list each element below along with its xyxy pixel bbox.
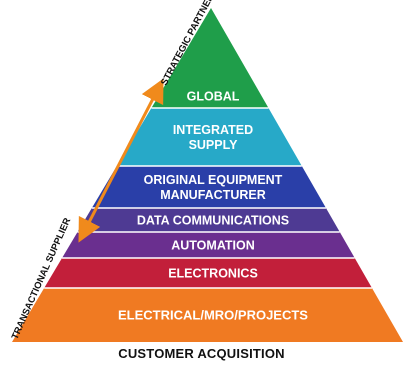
double-headed-arrow: [78, 78, 164, 243]
tier-label: GLOBAL: [187, 90, 240, 104]
tier-label: INTEGRATED: [173, 123, 253, 137]
pyramid-tier-1: [151, 8, 269, 108]
tier-label: DATA COMMUNICATIONS: [137, 214, 289, 228]
tier-label: ELECTRICAL/MRO/PROJECTS: [118, 308, 308, 323]
pyramid-tier-7: [12, 288, 403, 342]
tier-label: MANUFACTURER: [160, 188, 266, 202]
tier-label: ELECTRONICS: [168, 267, 258, 281]
customer-acquisition-caption: CUSTOMER ACQUISITION: [118, 346, 285, 361]
tier-label: ORIGINAL EQUIPMENT: [144, 173, 283, 187]
pyramid-tier-6: [44, 258, 372, 288]
tier-label: AUTOMATION: [171, 239, 255, 253]
tier-label: SUPPLY: [189, 138, 239, 152]
